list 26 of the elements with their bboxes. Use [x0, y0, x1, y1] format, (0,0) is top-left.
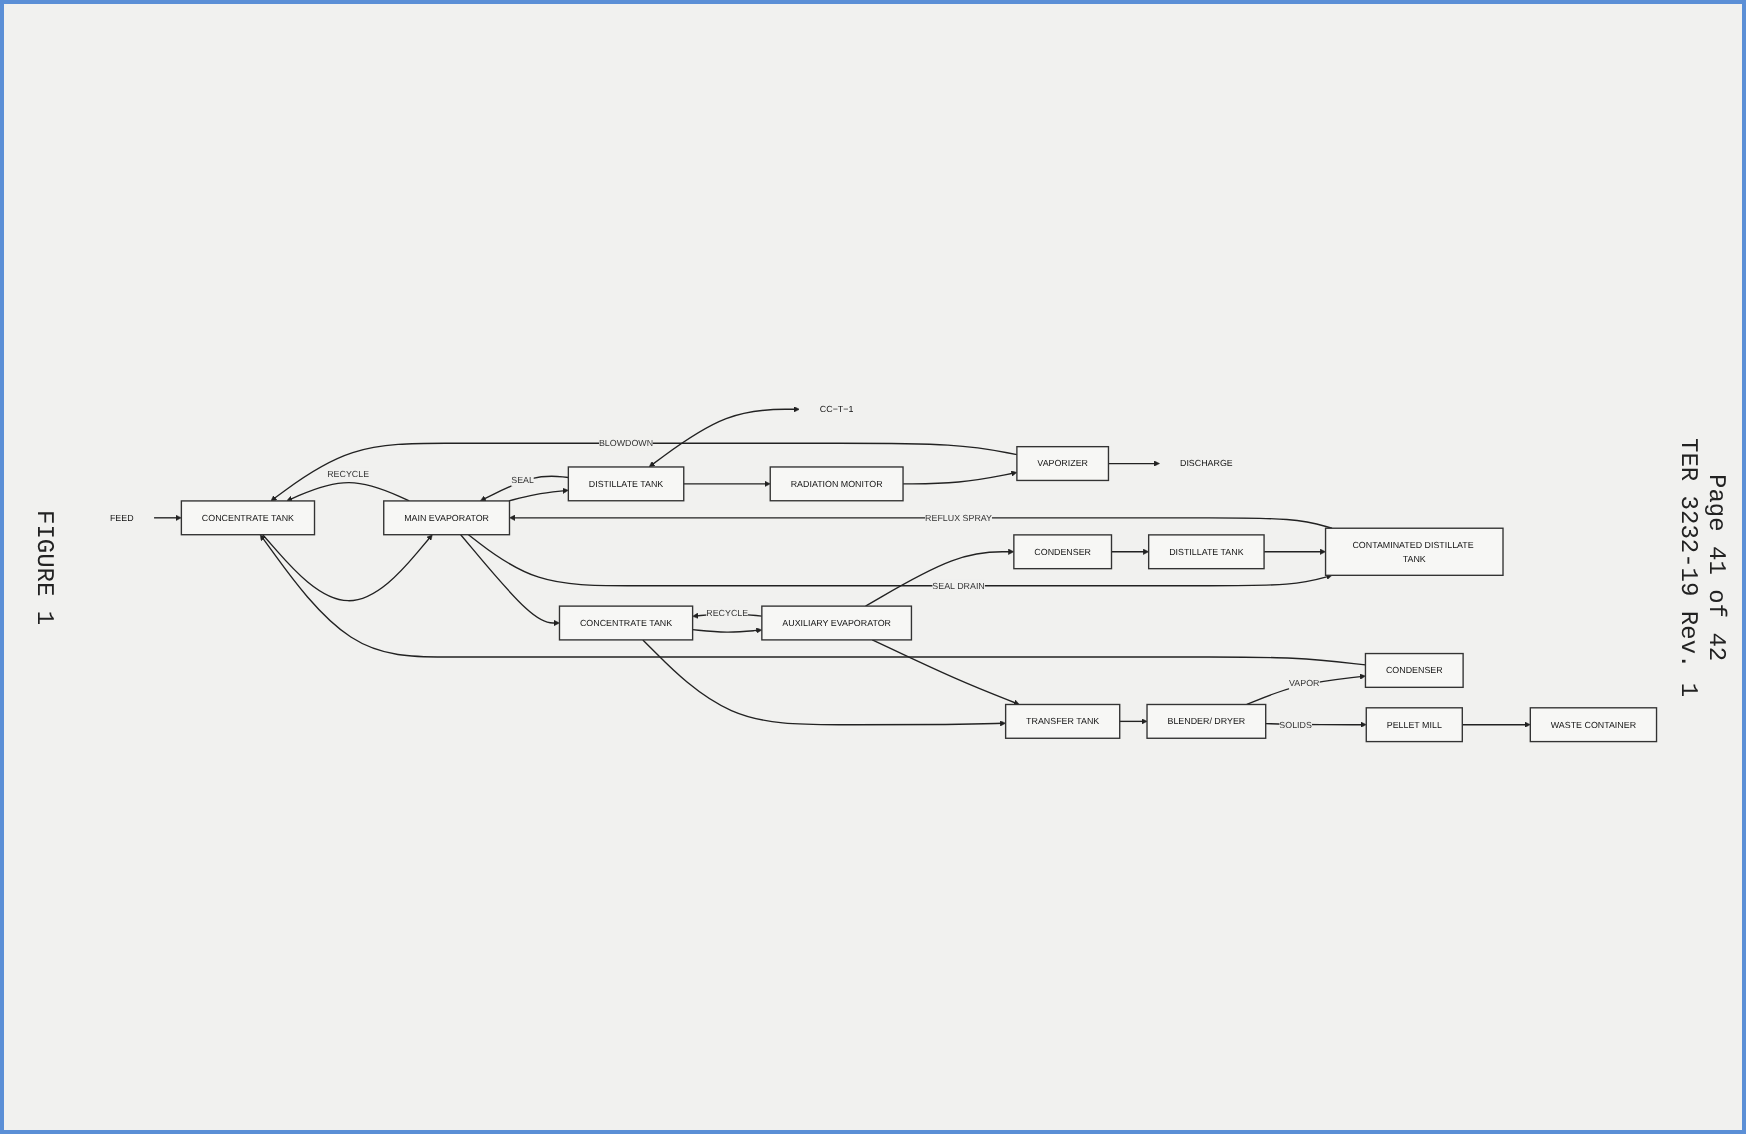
document-reference: Page 41 of 42 — [1702, 473, 1730, 661]
arrow — [648, 406, 800, 468]
arrow — [480, 475, 570, 502]
arrow — [508, 487, 569, 502]
arrow — [259, 534, 1367, 666]
arrow — [1110, 548, 1149, 555]
arrow — [642, 639, 1006, 727]
arrow — [1461, 721, 1531, 728]
figure-label: FIGURE 1 — [30, 509, 58, 625]
arrow — [509, 514, 1333, 529]
arrow — [460, 534, 560, 626]
arrow — [262, 534, 433, 602]
arrow — [467, 534, 1333, 587]
arrow — [1246, 673, 1366, 706]
arrow — [691, 627, 763, 634]
arrow — [871, 639, 1020, 706]
arrow — [1263, 548, 1326, 555]
arrow — [864, 548, 1015, 607]
document-reference: TER 3232-19 Rev. 1 — [1674, 437, 1702, 697]
arrow — [286, 481, 410, 502]
arrow — [683, 480, 771, 487]
arrow — [1119, 718, 1148, 725]
arrow — [902, 470, 1018, 485]
arrow — [1107, 460, 1160, 467]
arrow — [270, 442, 1018, 502]
arrow — [153, 514, 182, 521]
